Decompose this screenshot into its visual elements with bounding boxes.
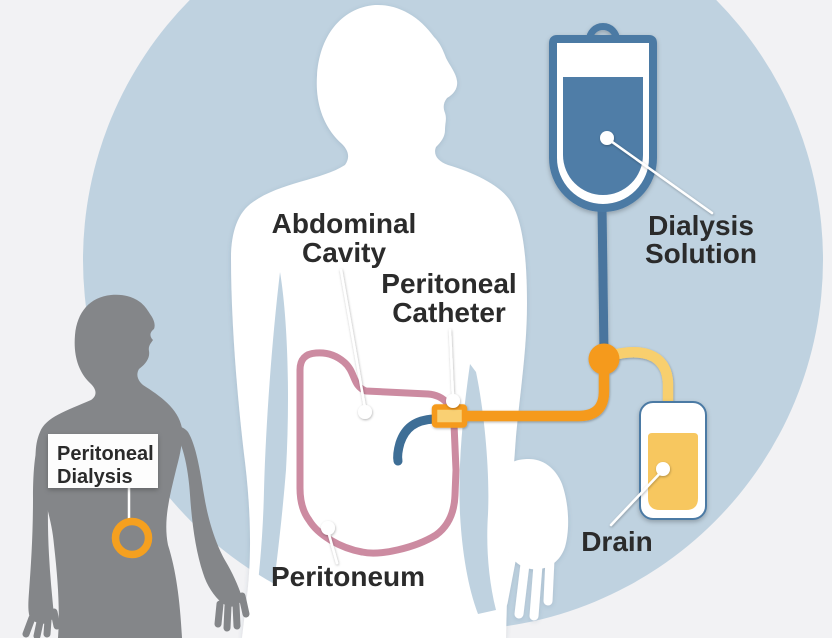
right-arm-gap <box>459 364 496 614</box>
drain-fluid <box>648 433 698 510</box>
peritoneum-anchor-dot <box>321 521 335 535</box>
solution-anchor-dot <box>600 131 614 145</box>
inset-left-arm <box>28 428 54 624</box>
label-abdominal-cavity-line1: Abdominal <box>272 208 417 239</box>
tube-junction <box>588 343 620 375</box>
insertion-site-ring-icon <box>111 517 153 559</box>
label-peritoneal-catheter-line1: Peritoneal <box>381 268 516 299</box>
solution-tube <box>597 204 609 355</box>
drain-bag <box>639 401 707 520</box>
inset-right-arm <box>172 426 242 607</box>
patient-hand <box>500 459 569 570</box>
labels: Abdominal Cavity Peritoneal Catheter Dia… <box>271 208 757 592</box>
pointers <box>321 131 714 565</box>
transfer-set <box>431 343 674 428</box>
label-drain: Drain <box>581 526 653 557</box>
catheter-pointer-line <box>448 328 455 399</box>
inset-left-fingers <box>22 608 61 638</box>
label-peritoneal-catheter-line2: Catheter <box>392 297 506 328</box>
label-dialysis-solution-line2: Solution <box>645 238 757 269</box>
inset-right-fingers <box>214 592 250 632</box>
peritoneum-outline <box>296 349 460 557</box>
left-arm-gap <box>252 272 288 630</box>
drain-tube <box>607 347 674 410</box>
callout-box <box>48 434 158 488</box>
arm-gaps <box>252 272 496 630</box>
solution-pointer-line <box>606 137 714 215</box>
catheter-connector <box>431 404 468 428</box>
procedure-callout: Peritoneal Dialysis <box>48 434 158 559</box>
label-dialysis-solution-line1: Dialysis <box>648 210 754 241</box>
peritoneum-pointer-line <box>326 529 339 565</box>
label-abdominal-cavity-line2: Cavity <box>302 237 386 268</box>
abdominal-anchor-dot <box>358 405 372 419</box>
abdominal-catheter-tube <box>393 414 439 466</box>
catheter-anchor-dot <box>446 394 460 408</box>
fill-tube <box>449 356 610 422</box>
callout-line2: Dialysis <box>57 466 133 488</box>
abdominal-pointer-line <box>339 268 367 410</box>
callout-line1: Peritoneal <box>57 443 154 465</box>
drain-anchor-dot <box>656 462 670 476</box>
label-peritoneum: Peritoneum <box>271 561 425 592</box>
drain-pointer-line <box>609 468 665 527</box>
patient-fingers <box>498 551 555 621</box>
